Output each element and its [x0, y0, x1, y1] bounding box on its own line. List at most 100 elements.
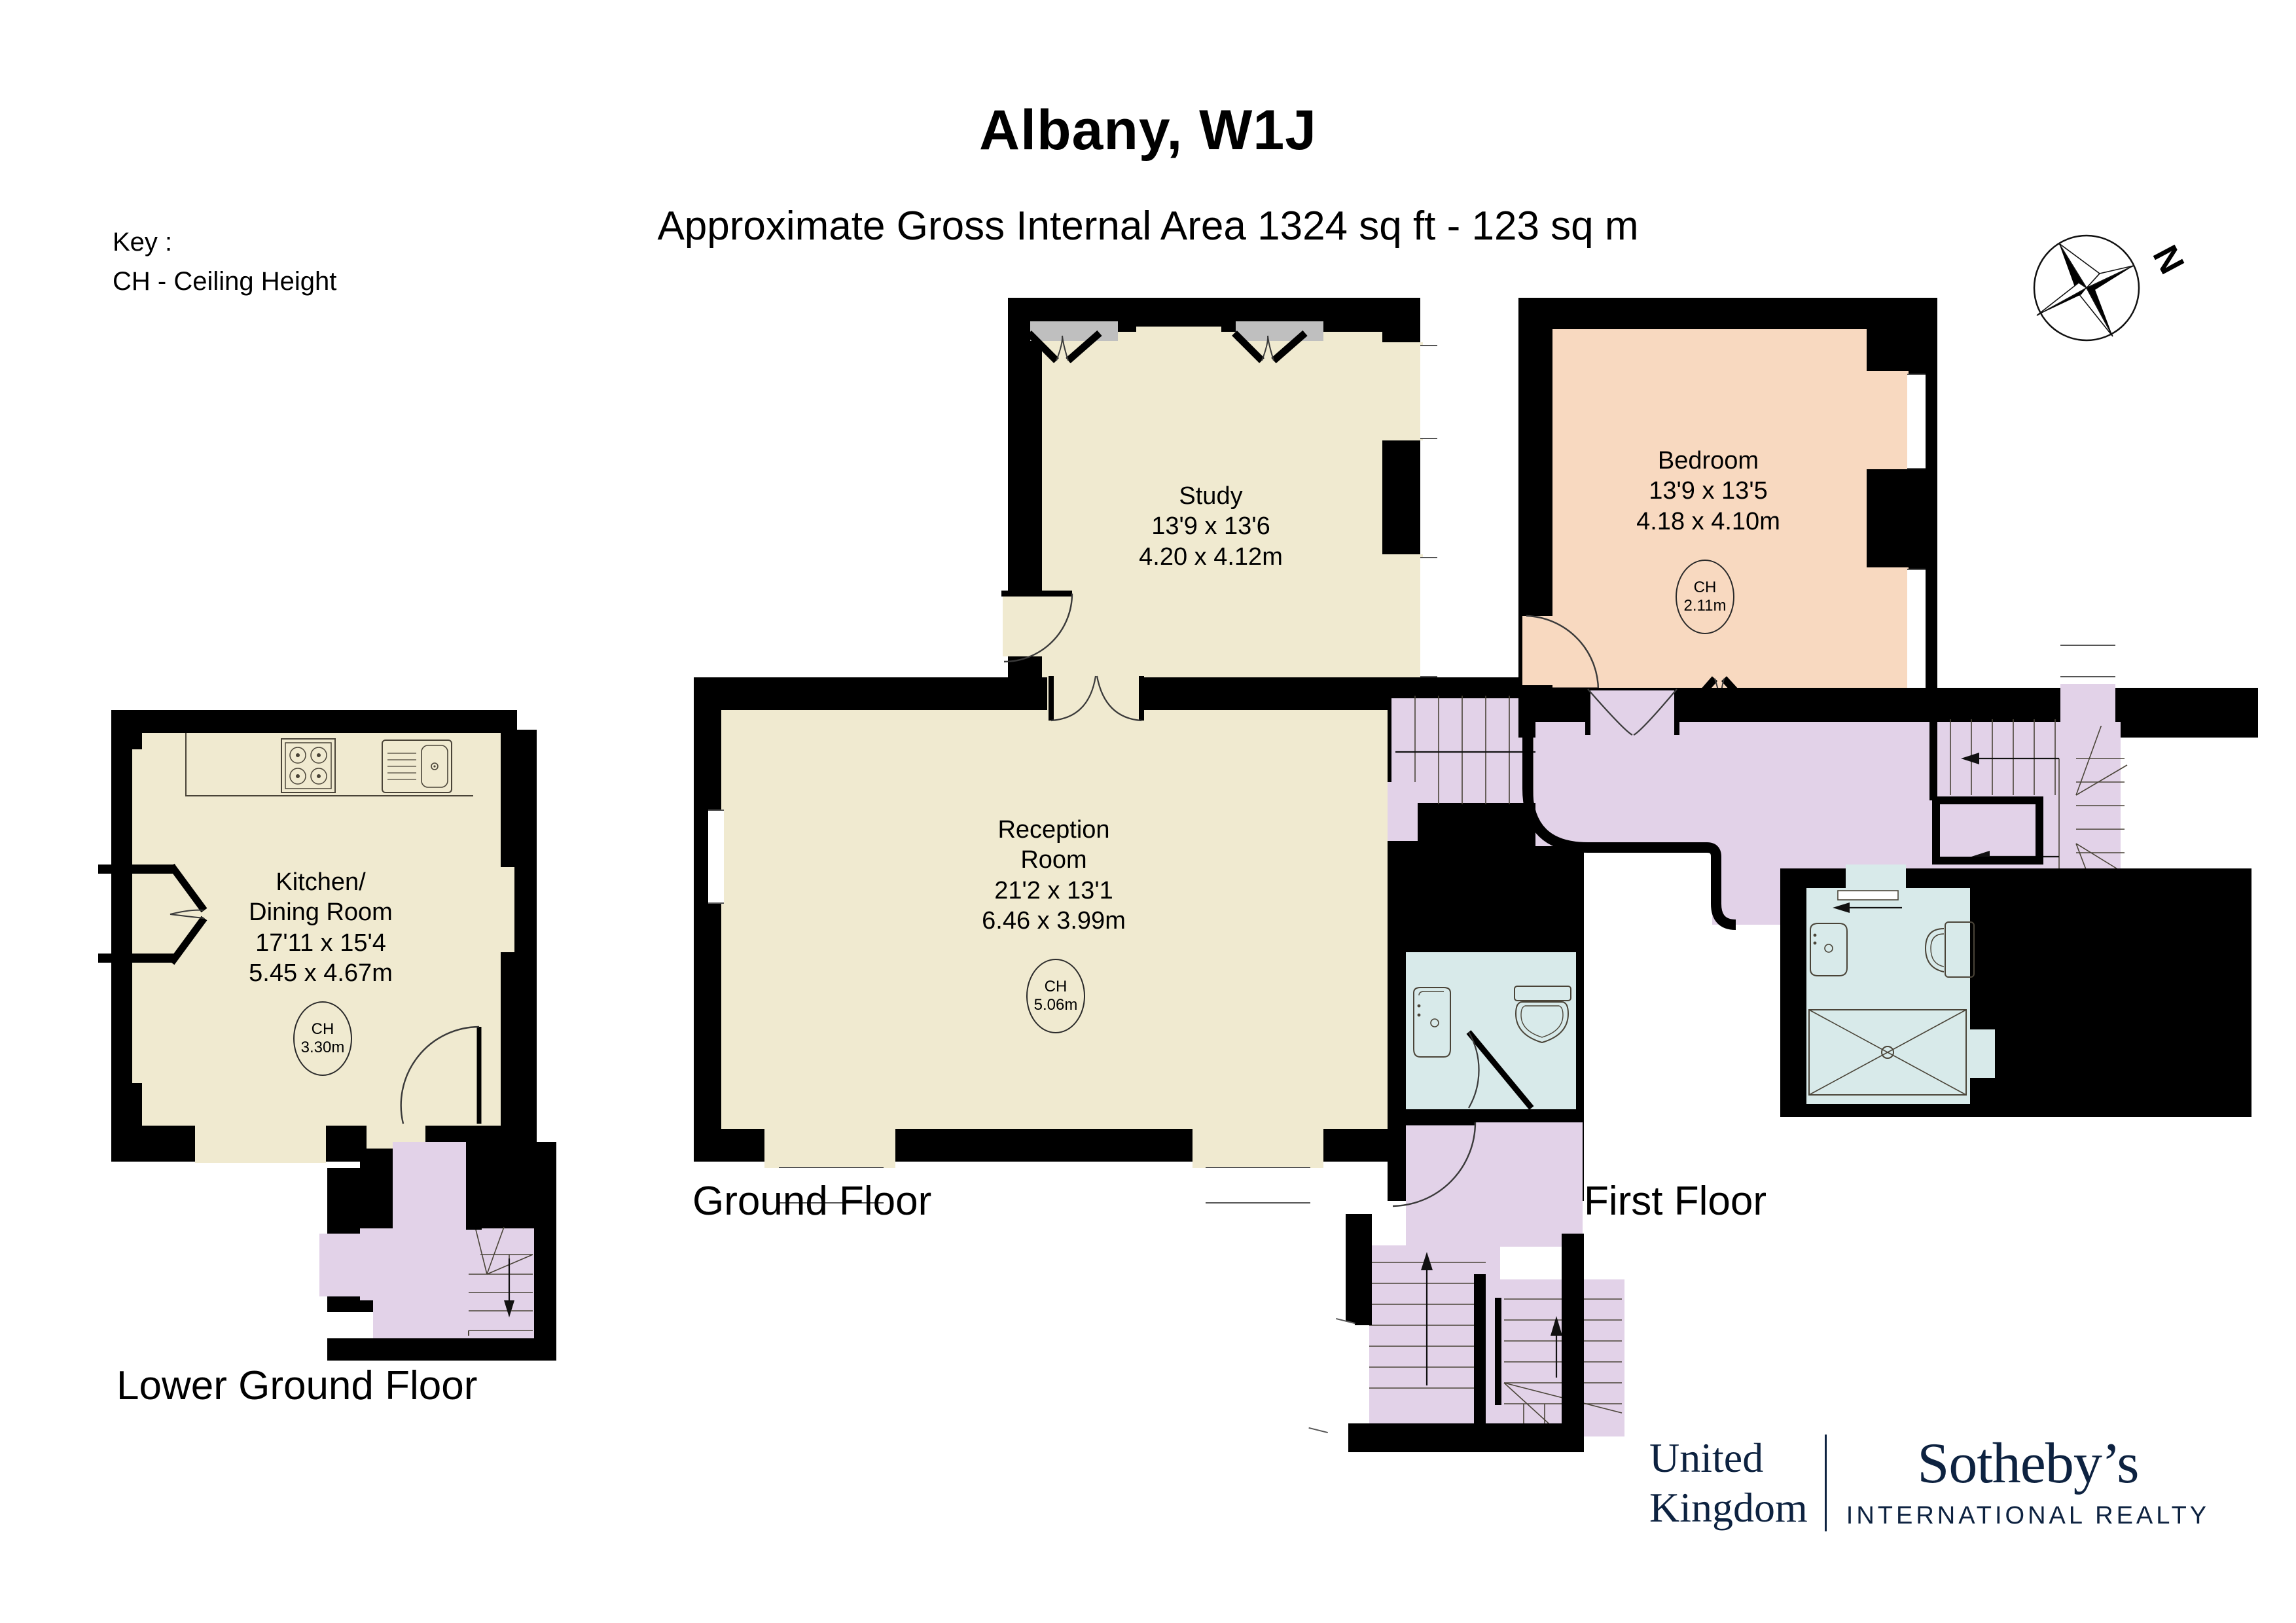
ff-bedroom-dims-imperial: 13'9 x 13'5 — [1649, 477, 1768, 505]
page-title: Albany, W1J — [979, 99, 1317, 162]
lgf-stair-wall-bottom — [327, 1338, 556, 1361]
gf-wc-basin-icon — [1413, 987, 1451, 1058]
lgf-ceiling-height-badge: CH 3.30m — [293, 1001, 352, 1076]
gf-reception-window-left — [708, 810, 724, 904]
lgf-room-dims-metric: 5.45 x 4.67m — [249, 959, 393, 988]
logo-brand-block: Sotheby’s INTERNATIONAL REALTY — [1827, 1435, 2210, 1530]
lgf-ch-value: 3.30m — [300, 1039, 345, 1056]
page-subtitle: Approximate Gross Internal Area 1324 sq … — [657, 204, 1639, 249]
ff-stair-window — [2060, 645, 2115, 677]
lgf-bay-wall-bottom — [98, 954, 175, 963]
ground-floor-label: Ground Floor — [692, 1179, 932, 1224]
gf-study-door-icon — [1001, 590, 1073, 663]
lgf-worktop-line-left — [185, 733, 187, 796]
first-floor-plan: Bedroom 13'9 x 13'5 4.18 x 4.10m CH 2.11… — [1518, 298, 2258, 1117]
lgf-stair-wall-top — [466, 1142, 482, 1230]
lgf-staircase-icon — [468, 1226, 533, 1355]
gf-study-window-left — [1030, 321, 1118, 341]
gf-reception-bay-left — [764, 1128, 895, 1168]
gf-reception-floor — [721, 710, 1394, 1129]
gf-wc-door-icon — [1466, 1030, 1534, 1110]
gf-reception-name-line1: Reception — [997, 816, 1110, 844]
lgf-room-name-line2: Dining Room — [249, 899, 393, 927]
gf-study-dims-metric: 4.20 x 4.12m — [1139, 543, 1283, 571]
gf-study-bay-right-icon — [1232, 330, 1308, 364]
gf-stair-core-box — [1474, 1274, 1486, 1425]
lower-ground-floor-label: Lower Ground Floor — [117, 1363, 478, 1408]
gf-reception-ch-value: 5.06m — [1033, 996, 1078, 1014]
compass-north-label: N — [2145, 239, 2191, 280]
compass-icon: N — [2033, 234, 2192, 342]
gf-reception-door-pocket — [1047, 677, 1139, 715]
gf-lower-hall — [1406, 1122, 1583, 1247]
lgf-bay-wall-top — [98, 865, 175, 874]
ff-bathroom-door-threshold — [1846, 865, 1906, 893]
gf-reception-ch-key: CH — [1044, 977, 1067, 995]
logo-brand-name: Sotheby’s — [1917, 1432, 2139, 1496]
key-legend: Key : CH - Ceiling Height — [113, 223, 336, 301]
lgf-room-label: Kitchen/ Dining Room 17'11 x 15'4 5.45 x… — [151, 867, 491, 988]
gf-study-right-alcove-bottom — [1376, 554, 1423, 679]
ff-stair-core-box — [1932, 796, 2043, 865]
logo-line-kingdom: Kingdom — [1649, 1484, 1808, 1531]
gf-wc-floor — [1406, 952, 1576, 1109]
lgf-stair-treads-area — [469, 1228, 534, 1353]
lgf-stair-hall-door-pocket — [319, 1234, 393, 1296]
ff-bedroom-dims-metric: 4.18 x 4.10m — [1636, 507, 1780, 535]
ff-bedroom-ch-key: CH — [1693, 578, 1717, 596]
gf-reception-label: Reception Room 21'2 x 13'1 6.46 x 3.99m — [897, 815, 1211, 936]
gf-reception-name-line2: Room — [1020, 846, 1087, 874]
ff-bedroom-ceiling-height-badge: CH 2.11m — [1676, 560, 1734, 634]
gf-study-right-window-top — [1420, 345, 1437, 439]
lgf-kitchen-notch-right — [496, 867, 514, 952]
lgf-room-dims-imperial: 17'11 x 15'4 — [255, 929, 386, 957]
gf-hall-door-icon — [1391, 1119, 1477, 1207]
ff-stair-wall-left — [1929, 722, 1937, 800]
gf-study-right-alcove-top — [1376, 342, 1423, 440]
gf-reception-bay-right — [1193, 1128, 1323, 1168]
ff-bedroom-ch-value: 2.11m — [1683, 597, 1727, 615]
gf-study-right-window-bottom — [1420, 557, 1437, 677]
hob-icon — [281, 738, 336, 793]
ff-bedroom-alcove-bottom — [1864, 567, 1909, 692]
key-entry-ceiling-height: CH - Ceiling Height — [113, 267, 337, 296]
gf-upper-stair-landing — [1388, 782, 1418, 841]
gf-reception-dims-metric: 6.46 x 3.99m — [982, 907, 1126, 935]
ff-bedroom-name: Bedroom — [1657, 447, 1759, 474]
ff-bedroom-label: Bedroom 13'9 x 13'5 4.18 x 4.10m — [1558, 446, 1859, 537]
gf-lower-stair-wall-right — [1562, 1234, 1584, 1436]
lgf-stair-wall-right — [534, 1142, 556, 1358]
gf-study-label: Study 13'9 x 13'6 4.20 x 4.12m — [1047, 481, 1374, 572]
lgf-kitchen-notch-topleft — [132, 749, 145, 1083]
ff-bedroom-window-bottom — [1907, 569, 1926, 693]
logo-line-united: United — [1649, 1435, 1764, 1481]
gf-study-dims-imperial: 13'9 x 13'6 — [1151, 512, 1270, 541]
lgf-kitchen-notch-bottom — [195, 1111, 326, 1163]
ff-landing-curved-wall-icon — [1522, 721, 1736, 930]
gf-reception-dims-imperial: 21'2 x 13'1 — [994, 876, 1113, 904]
lgf-room-name-line1: Kitchen/ — [276, 868, 366, 896]
ff-bedroom-window-top — [1907, 374, 1926, 469]
gf-study-bay-left-icon — [1026, 330, 1102, 364]
lgf-worktop-line-bottom — [185, 795, 473, 796]
gf-reception-window-bottom-left — [779, 1167, 884, 1204]
gf-study-door-pocket — [1003, 594, 1050, 656]
sothebys-logo: United Kingdom Sotheby’s INTERNATIONAL R… — [1649, 1433, 2210, 1532]
gf-wc-toilet-icon — [1514, 986, 1571, 1044]
lgf-bay-french-doors-icon — [168, 863, 207, 965]
ff-bedroom-door-pocket — [1522, 616, 1560, 685]
gf-lower-stair-wall-left — [1346, 1214, 1372, 1325]
gf-lower-staircase-icon — [1369, 1252, 1623, 1437]
gf-reception-ceiling-height-badge: CH 5.06m — [1026, 959, 1085, 1033]
ff-bedroom-alcove-top — [1864, 371, 1909, 469]
gf-lower-stair-wall-bottom — [1348, 1423, 1584, 1452]
logo-tagline: INTERNATIONAL REALTY — [1846, 1502, 2210, 1530]
gf-study-alcove-centre — [1136, 327, 1221, 341]
lgf-ch-key: CH — [311, 1020, 334, 1038]
logo-divider — [1824, 1434, 1827, 1531]
sink-icon — [382, 740, 452, 793]
gf-reception-double-doors-icon — [1049, 675, 1144, 722]
ff-stair-top-stub — [2060, 684, 2115, 726]
gf-study-floor — [1042, 332, 1382, 705]
